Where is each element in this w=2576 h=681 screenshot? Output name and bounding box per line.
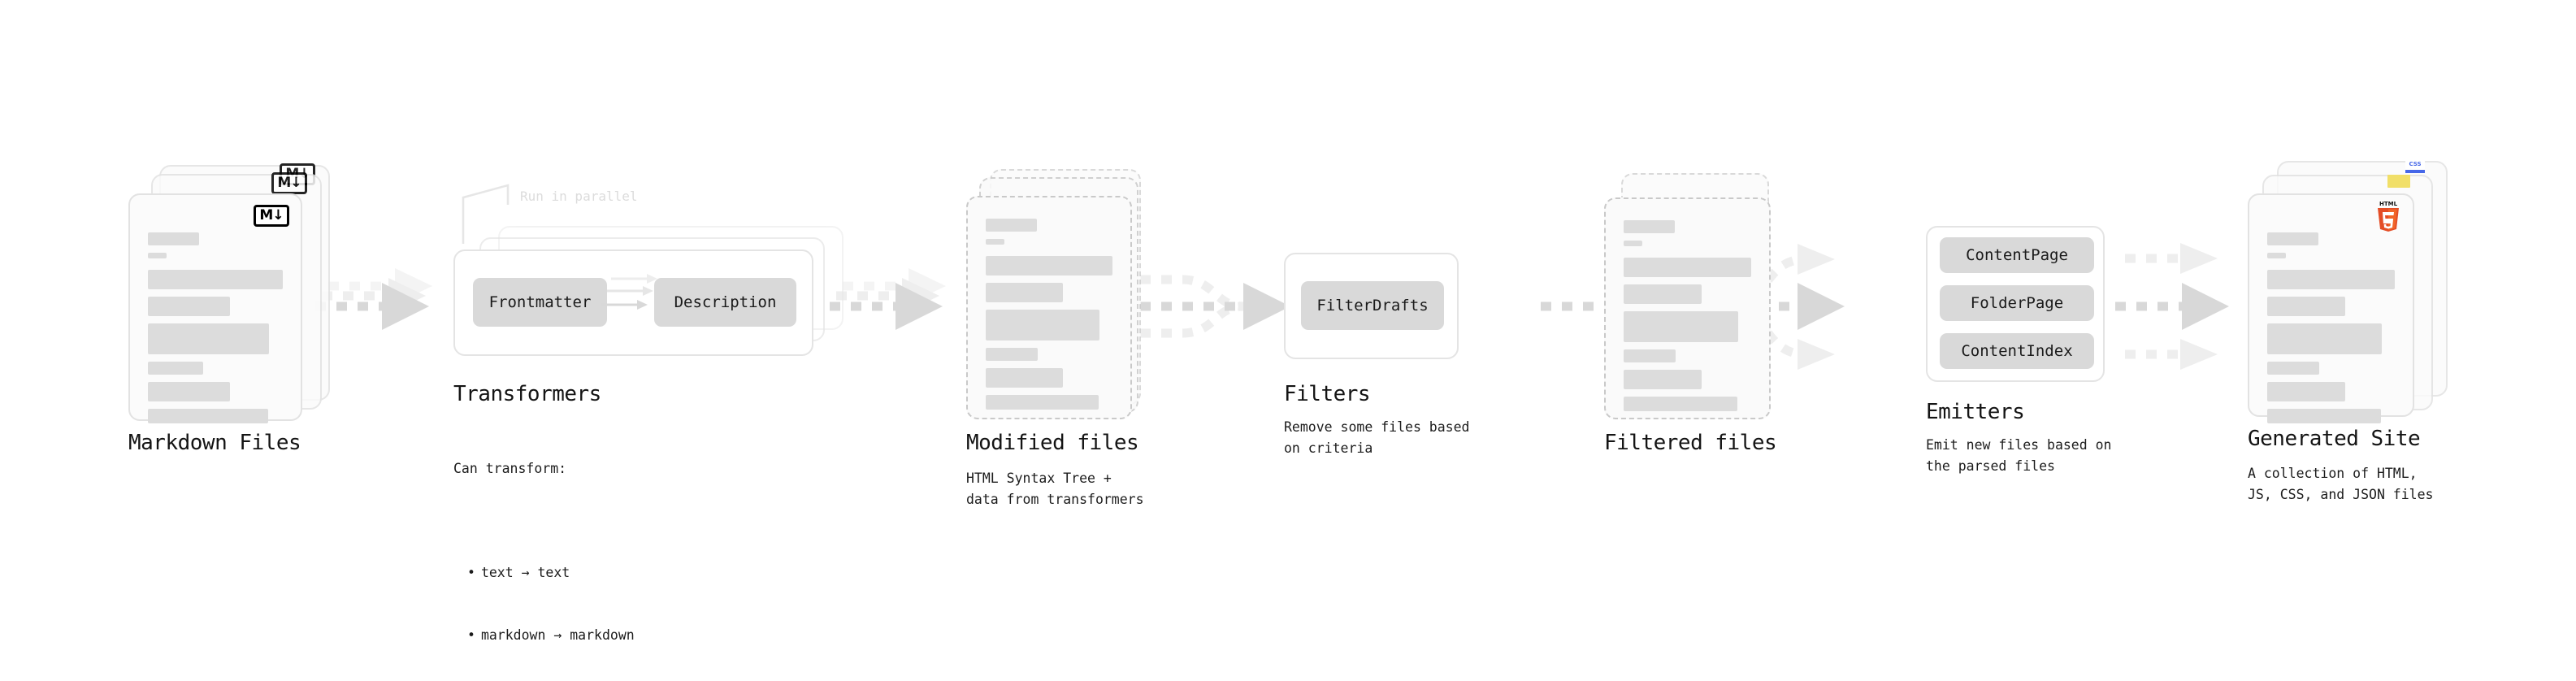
content-bar [1624,241,1642,246]
content-bar [986,368,1064,388]
content-bar [1624,370,1702,389]
transformer-chip-description[interactable]: Description [654,278,796,327]
filters-group[interactable]: FilterDrafts [1284,253,1459,359]
caption-filters: Filters [1284,382,1371,406]
content-bar [986,256,1112,275]
filter-chip-filterdrafts[interactable]: FilterDrafts [1301,281,1444,330]
modified-files-description: HTML Syntax Tree + data from transformer… [966,471,1144,507]
transformers-capability-list: text → text markdown → markdown html → h… [453,521,635,681]
transformers-description-heading: Can transform: [453,461,567,477]
markdown-icon-mid: M↓ [271,172,307,194]
content-bar [986,283,1064,302]
file-card-content [2267,232,2395,431]
content-bar [986,219,1037,232]
emitter-chip-contentindex[interactable]: ContentIndex [1940,333,2094,369]
content-bar [986,310,1100,340]
content-bar [2267,253,2286,258]
content-bar [1624,311,1739,342]
content-bar [1624,220,1675,233]
content-bar [1624,258,1751,277]
emitter-chip-folderpage[interactable]: FolderPage [1940,285,2094,321]
content-bar [2267,323,2383,354]
markdown-file-card-front[interactable]: M↓ [128,193,302,423]
content-bar [986,348,1038,361]
transformers-capability-item: text → text [467,562,635,583]
content-bar [986,395,1099,410]
arrow-markdown-to-transformers [315,268,432,330]
content-bar [2267,297,2345,316]
content-bar [148,362,204,375]
markdown-icon: M↓ [254,205,289,227]
arrow-transformers-to-modified [830,268,946,330]
content-bar [148,232,199,245]
content-bar [148,409,268,423]
site-file-card-front[interactable]: HTML [2248,193,2414,423]
arrow-modified-to-filters [1140,275,1290,338]
transformers-capability-item: markdown → markdown [467,625,635,646]
content-bar [1624,397,1737,411]
html5-icon: HTML [2374,200,2402,232]
content-bar [2267,409,2381,423]
filtered-file-card-front[interactable] [1604,197,1771,419]
generated-site-description: A collection of HTML, JS, CSS, and JSON … [2248,466,2434,502]
content-bar [1624,284,1702,304]
content-bar [1624,349,1676,362]
content-bar [148,297,231,316]
transformer-group-front[interactable]: Frontmatter Description [453,249,813,356]
file-card-content [148,232,283,431]
content-bar [2267,362,2320,375]
file-card-content [1624,220,1751,419]
transformers-description: Can transform: text → text markdown → ma… [453,417,635,681]
css-icon: CSS [2405,161,2425,173]
caption-transformers: Transformers [453,382,601,406]
content-bar [148,270,283,289]
emitter-chip-contentpage[interactable]: ContentPage [1940,237,2094,273]
run-in-parallel-label: Run in parallel [520,189,638,204]
content-bar [2267,382,2345,401]
content-bar [148,323,270,354]
emitters-description: Emit new files based on the parsed files [1926,437,2112,474]
content-bar [2267,270,2395,289]
content-bar [148,382,231,401]
caption-emitters: Emitters [1926,400,2025,424]
transformer-chip-frontmatter[interactable]: Frontmatter [473,278,607,327]
filters-description: Remove some files based on criteria [1284,419,1470,456]
content-bar [2267,232,2318,245]
js-icon [2387,175,2410,188]
caption-generated-site: Generated Site [2248,427,2421,451]
file-card-content [986,219,1112,417]
caption-modified-files: Modified files [966,431,1139,455]
svg-text:HTML: HTML [2379,201,2398,207]
emitters-group[interactable]: ContentPage FolderPage ContentIndex [1926,226,2105,382]
content-bar [148,253,167,258]
arrow-emitters-to-site [2115,243,2229,370]
modified-file-card-front[interactable] [966,196,1132,419]
content-bar [986,239,1004,245]
caption-filtered-files: Filtered files [1604,431,1777,455]
caption-markdown-files: Markdown Files [128,431,301,455]
